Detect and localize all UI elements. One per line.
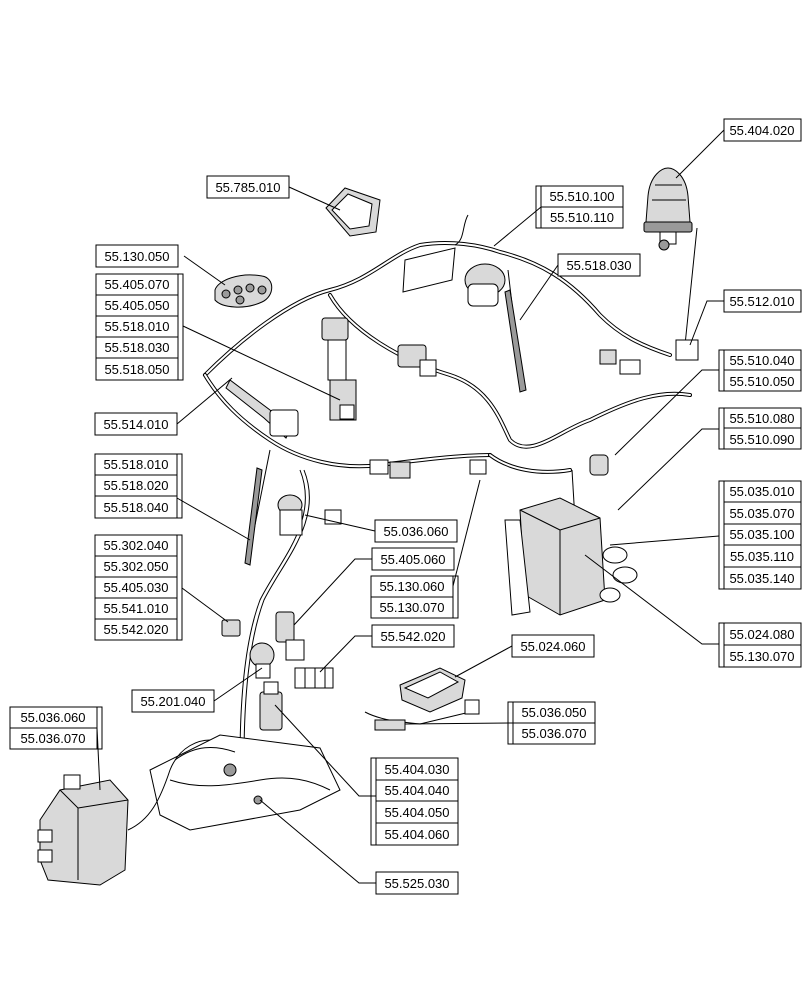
callout-code: 55.510.110 [550, 210, 614, 225]
callout-code: 55.542.020 [103, 622, 168, 637]
callout-code: 55.130.050 [104, 249, 169, 264]
callout-code: 55.302.050 [103, 559, 168, 574]
callout-code: 55.510.050 [729, 374, 794, 389]
callout-hyd-block: 55.036.060 55.036.070 [9, 706, 103, 750]
callout-sensor-group: 55.302.040 55.302.050 55.405.030 55.541.… [94, 534, 183, 641]
sensor-connector [221, 619, 241, 637]
callout-washer: 55.036.060 [374, 519, 458, 543]
callout-code: 55.514.010 [103, 417, 168, 432]
ecu [364, 667, 480, 731]
callout-code: 55.035.010 [729, 484, 794, 499]
antenna [675, 227, 699, 361]
callout-wiper-motor-rear: 55.518.030 [557, 253, 641, 277]
floor-light [259, 681, 283, 731]
pump [249, 642, 275, 679]
callout-code: 55.404.060 [384, 827, 449, 842]
rear-wiper-motor [464, 263, 527, 393]
callout-code: 55.035.100 [729, 527, 794, 542]
callout-ecu-harness: 55.036.050 55.036.070 [507, 701, 596, 745]
switch-panel [214, 274, 273, 308]
callout-code: 55.405.030 [103, 580, 168, 595]
callout-code: 55.036.060 [20, 710, 85, 725]
callout-code: 55.302.040 [103, 538, 168, 553]
callout-beacon: 55.404.020 [723, 118, 802, 142]
callout-code: 55.035.110 [730, 549, 794, 564]
parts-illustration [37, 167, 699, 886]
callout-code: 55.404.040 [384, 783, 449, 798]
callout-code: 55.036.050 [521, 705, 586, 720]
callout-code: 55.130.070 [729, 649, 794, 664]
roof-harness [203, 214, 692, 761]
floor-plate [149, 734, 341, 831]
callout-code: 55.024.080 [729, 627, 794, 642]
callout-code: 55.130.070 [379, 600, 444, 615]
roof-connectors [369, 349, 641, 479]
callout-right-harness: 55.510.040 55.510.050 [718, 349, 802, 392]
callout-valve-group: 55.035.010 55.035.070 55.035.100 55.035.… [718, 480, 802, 590]
callout-antenna: 55.512.010 [723, 289, 802, 313]
cab-display [325, 187, 381, 237]
relay-strip [294, 667, 334, 689]
callout-code: 55.785.010 [215, 180, 280, 195]
callout-code: 55.404.050 [384, 805, 449, 820]
callout-code: 55.201.040 [140, 694, 205, 709]
callout-code: 55.510.090 [729, 432, 794, 447]
callout-code: 55.518.010 [104, 319, 169, 334]
center-switches [321, 317, 437, 421]
callout-code: 55.525.030 [384, 876, 449, 891]
front-wiper-arm [225, 379, 299, 566]
callout-cab-harness-top: 55.510.100 55.510.110 [535, 185, 624, 229]
callout-code: 55.518.030 [104, 340, 169, 355]
callout-code: 55.405.070 [104, 277, 169, 292]
callout-code: 55.405.060 [380, 552, 445, 567]
callout-ecu: 55.024.060 [511, 634, 595, 658]
callout-code: 55.510.040 [729, 353, 794, 368]
callout-code: 55.518.020 [103, 478, 168, 493]
callout-code: 55.542.020 [380, 629, 445, 644]
callout-code: 55.035.070 [729, 506, 794, 521]
callout-code: 55.036.060 [383, 524, 448, 539]
sun-visor [402, 247, 456, 293]
valve-block [504, 497, 638, 616]
callout-code: 55.035.140 [729, 571, 794, 586]
callout-display: 55.785.010 [206, 175, 290, 199]
callout-code: 55.130.060 [379, 579, 444, 594]
callout-relay: 55.542.020 [371, 624, 455, 648]
callout-code: 55.518.040 [103, 500, 168, 515]
callout-code: 55.036.070 [521, 726, 586, 741]
callout-code: 55.510.080 [729, 411, 794, 426]
callout-wiper-arm-group: 55.518.010 55.518.020 55.518.040 [94, 453, 183, 519]
washer-device [277, 494, 342, 536]
callout-code: 55.518.030 [566, 258, 631, 273]
callout-code: 55.036.070 [20, 731, 85, 746]
callout-horn: 55.405.060 [371, 547, 455, 571]
callout-pump: 55.201.040 [131, 689, 215, 713]
callout-code: 55.518.010 [103, 457, 168, 472]
callout-switch-panel: 55.130.050 [95, 244, 179, 268]
callout-code: 55.404.020 [729, 123, 794, 138]
callout-code: 55.541.010 [103, 601, 168, 616]
callout-floor-group: 55.404.030 55.404.040 55.404.050 55.404.… [370, 757, 459, 846]
hydraulic-block [37, 739, 211, 886]
callout-harness-clip: 55.130.060 55.130.070 [370, 575, 459, 619]
callout-code: 55.518.050 [104, 362, 169, 377]
callout-code: 55.510.100 [549, 189, 614, 204]
callout-left-group: 55.405.070 55.405.050 55.518.010 55.518.… [95, 273, 184, 381]
beacon-lamp [643, 167, 693, 251]
callout-right-connector: 55.510.080 55.510.090 [718, 407, 802, 450]
callout-code: 55.024.060 [520, 639, 585, 654]
callout-valve-harness: 55.024.080 55.130.070 [718, 622, 802, 668]
callout-floor-harness: 55.525.030 [375, 871, 459, 895]
callout-code: 55.405.050 [104, 298, 169, 313]
horn [275, 611, 305, 661]
callout-front-wiper: 55.514.010 [94, 412, 178, 436]
callout-labels: 55.404.020 55.785.010 55.510.100 55.510.… [9, 118, 802, 895]
callout-code: 55.404.030 [384, 762, 449, 777]
leader-lines [96, 129, 725, 884]
callout-code: 55.512.010 [729, 294, 794, 309]
